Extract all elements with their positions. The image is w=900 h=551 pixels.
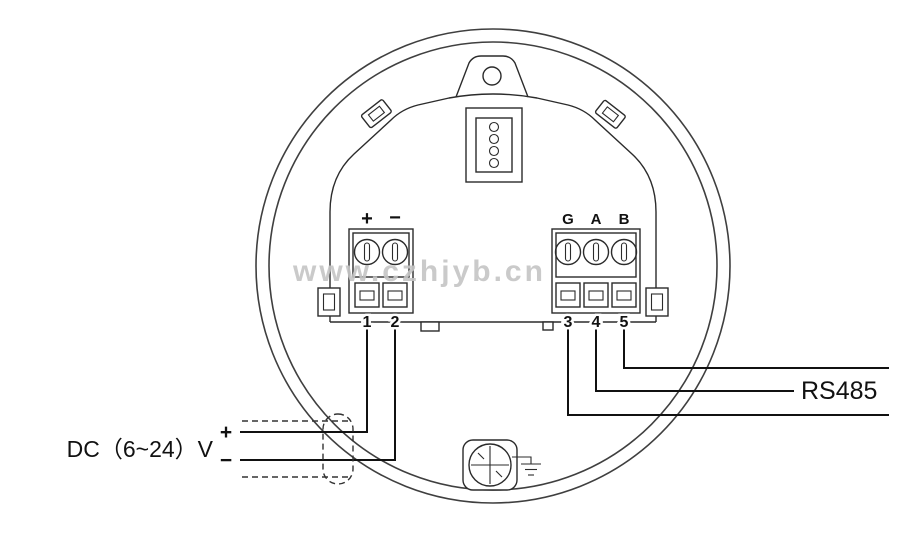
cable-gland-dashed — [322, 413, 354, 485]
terminal-labels: + − G A B 1 2 3 4 5 — [360, 207, 631, 334]
clip-outer — [645, 287, 669, 317]
display-connector — [465, 107, 523, 183]
wire-terminal4-a — [595, 313, 794, 392]
wire-port-3-slot — [560, 290, 576, 301]
terminal-number-3: 3 — [564, 314, 573, 331]
ground-screw-slot-d1 — [477, 452, 485, 460]
clip-outer — [360, 99, 392, 129]
clip-top-right — [594, 99, 626, 129]
terminal-number-4: 4 — [592, 314, 601, 331]
label-g: G — [562, 211, 574, 228]
ground-screw — [462, 439, 541, 491]
connector-pin — [488, 157, 500, 169]
screw-slot-3 — [564, 242, 572, 262]
dc-minus-label: − — [220, 449, 232, 472]
dc-supply-label: DC（6~24）V — [67, 436, 214, 462]
clip-inner — [322, 293, 336, 311]
earth-ground-icon — [512, 456, 541, 476]
wire-port-5-slot — [616, 290, 632, 301]
screw-slot-2 — [391, 242, 399, 262]
clip-inner — [650, 293, 664, 311]
wire-port-2-slot — [387, 290, 403, 301]
mounting-lug-hole — [482, 66, 502, 86]
connector-inner — [475, 117, 513, 173]
terminal-plate — [329, 93, 657, 332]
screw-terminal-4 — [582, 238, 610, 266]
connector-pin — [488, 121, 500, 133]
connector-pin — [488, 145, 500, 157]
wire-port-5 — [611, 282, 637, 308]
screw-slot-4 — [592, 242, 600, 262]
label-b: B — [619, 211, 630, 228]
screw-terminal-5 — [610, 238, 638, 266]
terminal-number-5: 5 — [620, 314, 629, 331]
plate-bottom-notch-right — [542, 321, 554, 331]
watermark: www.czhjyb.cn — [292, 255, 546, 288]
mounting-lug-outline — [455, 55, 529, 98]
clip-outer — [594, 99, 626, 129]
connector-pin — [488, 133, 500, 145]
clip-side-left — [317, 287, 341, 317]
screw-terminal-1 — [353, 238, 381, 266]
terminal-block-rs485 — [551, 228, 641, 314]
wire-port-1-slot — [359, 290, 375, 301]
mounting-lug — [455, 55, 529, 98]
connector-outer — [465, 107, 523, 183]
wire-port-4 — [583, 282, 609, 308]
clip-inner — [601, 106, 620, 123]
dc-plus-label: + — [220, 421, 232, 444]
rs485-wires — [567, 313, 889, 416]
wire-port-3 — [555, 282, 581, 308]
clip-top-left — [360, 99, 392, 129]
screw-terminal-3 — [554, 238, 582, 266]
wire-port-1 — [354, 282, 380, 308]
wire-terminal2-minus — [240, 313, 396, 461]
clip-outer — [317, 287, 341, 317]
terminal-block-power — [348, 228, 414, 314]
earth-ground-lead — [512, 456, 532, 464]
ground-screw-head — [468, 443, 512, 487]
rs485-label: RS485 — [801, 377, 877, 405]
clip-inner — [367, 105, 386, 122]
wire-terminal3-g — [567, 313, 889, 416]
terminal-number-2: 2 — [391, 314, 400, 331]
wire-terminal5-b — [623, 313, 889, 369]
external-labels: DC（6~24）V + − RS485 — [67, 377, 878, 472]
wire-port-2 — [382, 282, 408, 308]
ground-screw-slot-d2 — [495, 470, 503, 478]
polarity-plus-label: + — [361, 208, 373, 230]
terminal-plate-outline — [329, 93, 657, 322]
polarity-minus-label: − — [389, 207, 401, 229]
power-wires — [240, 313, 396, 461]
cable-entry — [242, 413, 354, 485]
terminal-number-1: 1 — [363, 314, 372, 331]
screw-slot-1 — [363, 242, 371, 262]
wire-terminal1-plus — [240, 313, 368, 433]
housing-outer-circle — [255, 28, 731, 504]
clip-side-right — [645, 287, 669, 317]
plate-bottom-notch-left — [420, 321, 440, 332]
wire-port-4-slot — [588, 290, 604, 301]
screw-slot-5 — [620, 242, 628, 262]
label-a: A — [591, 211, 602, 228]
block-screw-area — [352, 232, 410, 278]
screw-terminal-2 — [381, 238, 409, 266]
